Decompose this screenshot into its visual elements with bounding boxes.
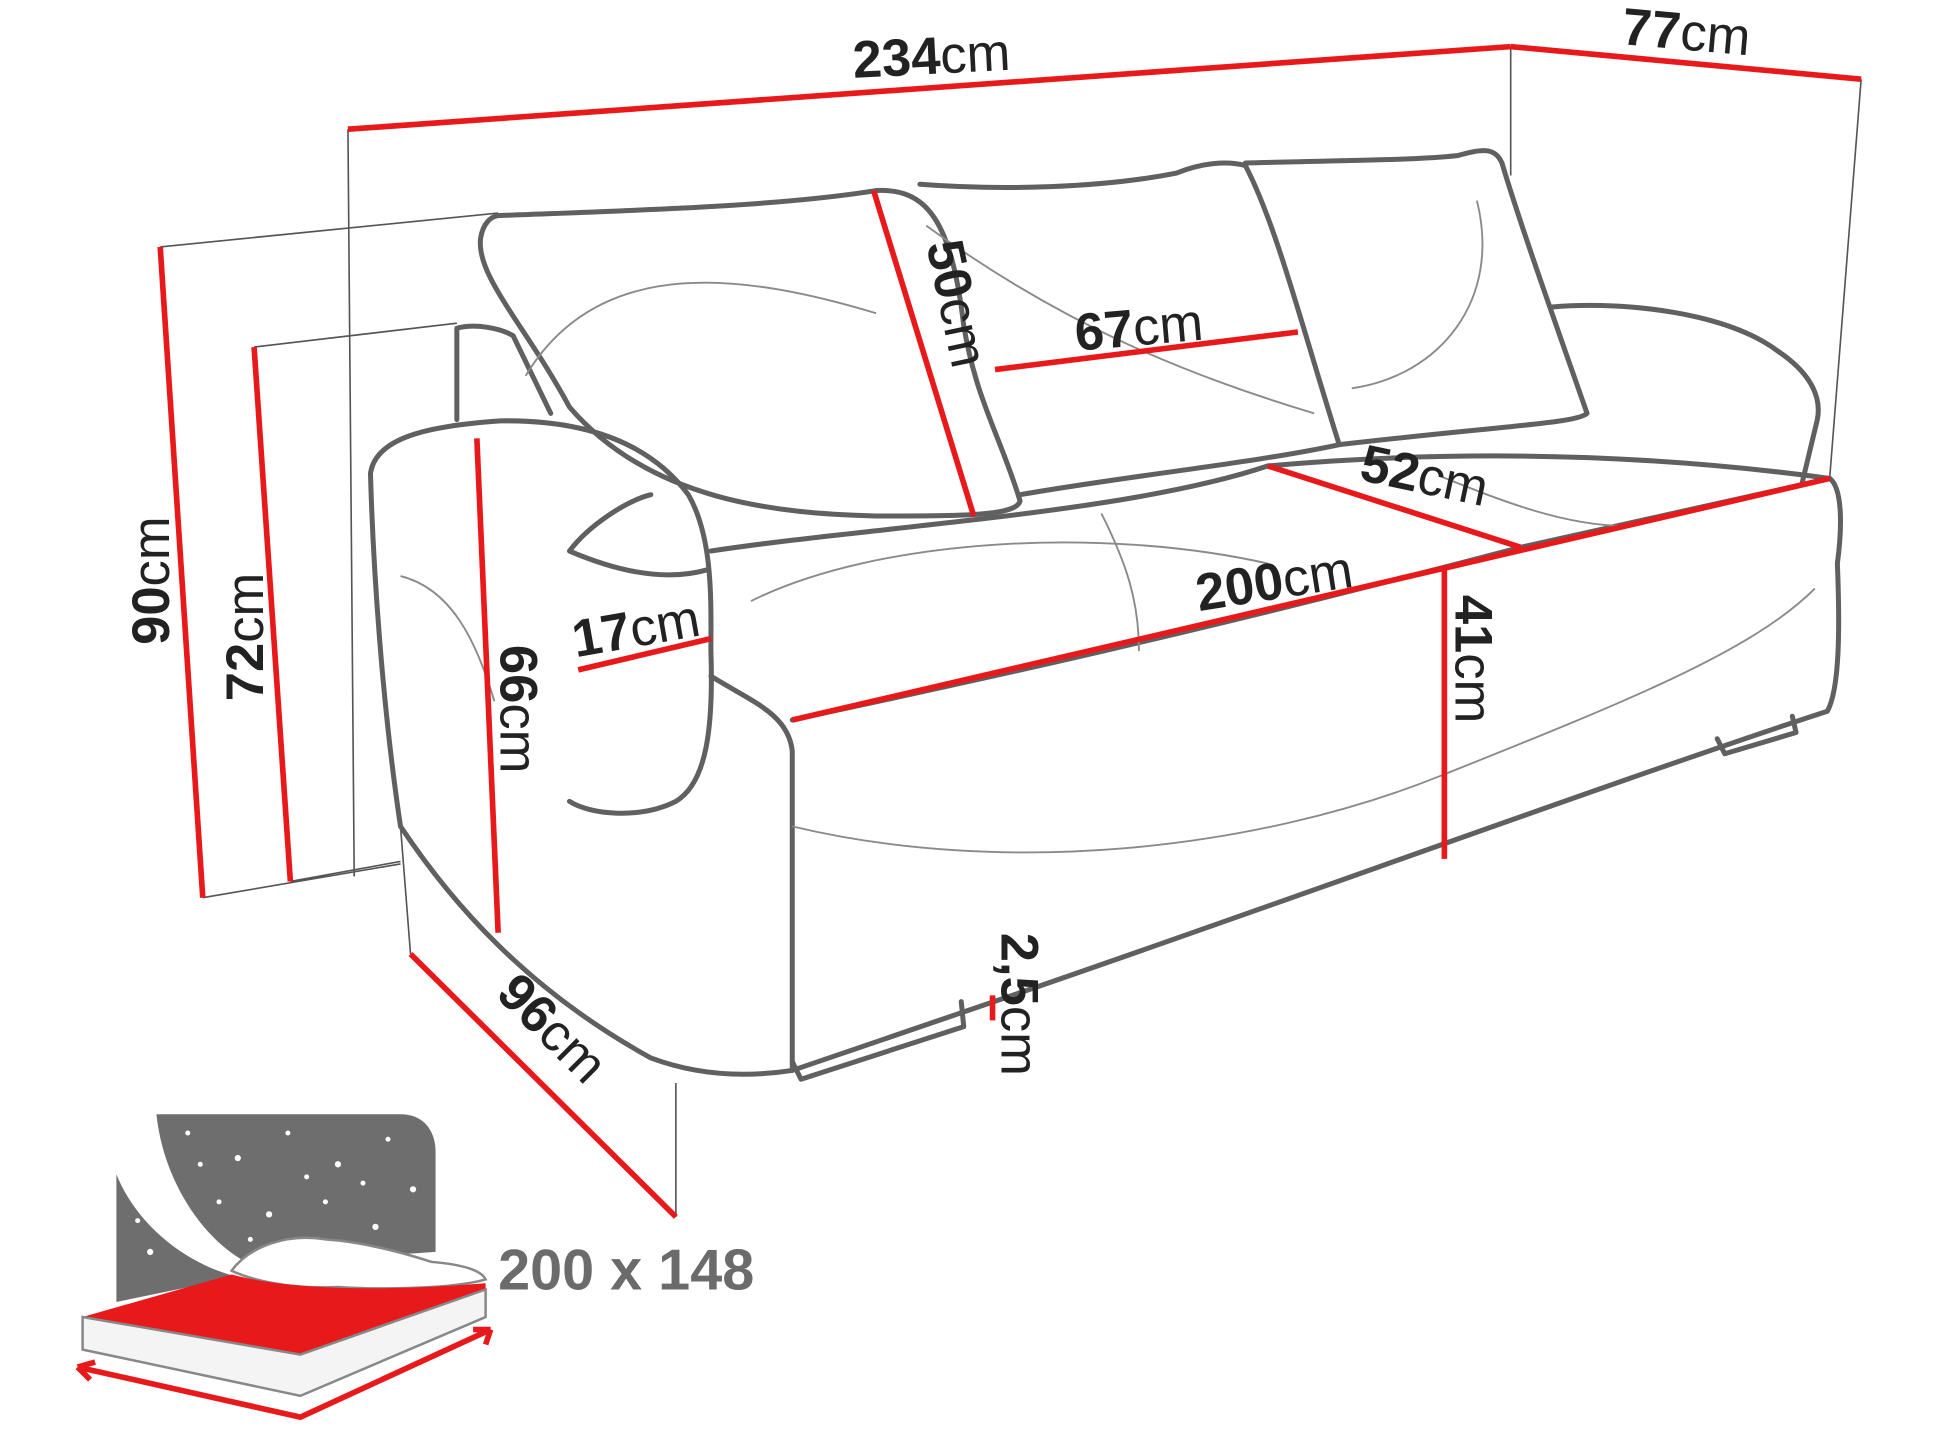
dim-line-96 xyxy=(408,952,678,1219)
dimension-lines xyxy=(157,43,1862,1219)
sleeping-area-icon: 200 x 148 xyxy=(75,1114,754,1421)
upholstery-seams xyxy=(400,200,1816,854)
mattress-top xyxy=(82,1274,486,1355)
dimension-labels: 234cm 77cm 90cm 72cm 50cm 67cm 52cm 200c… xyxy=(122,0,1753,1095)
extension-lines xyxy=(160,46,1862,1217)
dim-line-67 xyxy=(994,329,1299,373)
label-41: 41cm xyxy=(1444,595,1503,724)
label-200: 200cm xyxy=(1192,540,1357,623)
stars xyxy=(135,1130,417,1256)
label-2-5: 2,5cm xyxy=(989,933,1048,1076)
label-77: 77cm xyxy=(1620,0,1753,67)
armrest-front xyxy=(566,492,710,578)
night-sky-panel xyxy=(156,1114,436,1265)
width-arrow xyxy=(75,1326,494,1421)
label-72: 72cm xyxy=(216,573,275,702)
label-90: 90cm xyxy=(122,516,181,645)
label-67: 67cm xyxy=(1072,293,1205,363)
dim-line-72 xyxy=(251,346,294,882)
dim-line-66 xyxy=(474,438,501,933)
dim-line-17 xyxy=(577,635,712,673)
dim-line-50 xyxy=(870,189,977,517)
label-17: 17cm xyxy=(568,589,705,669)
seat-front xyxy=(708,475,1843,1073)
label-66: 66cm xyxy=(489,645,548,774)
left-leg xyxy=(789,999,967,1082)
sofa-drawing xyxy=(367,148,1843,1082)
seat-top-edge xyxy=(708,453,1833,554)
dim-line-234 xyxy=(347,43,1511,133)
right-leg xyxy=(1714,713,1799,757)
backrest xyxy=(454,302,1821,485)
middle-back-cushion xyxy=(917,160,1342,498)
dim-line-52 xyxy=(1267,463,1522,550)
label-234: 234cm xyxy=(851,23,1012,90)
night-sky-panel-left xyxy=(116,1174,238,1302)
dim-line-90 xyxy=(157,246,206,898)
right-back-cushion xyxy=(1242,148,1590,448)
sleeping-area-size: 200 x 148 xyxy=(498,1238,754,1302)
left-back-cushion xyxy=(477,188,1023,519)
label-50: 50cm xyxy=(914,235,998,373)
dim-line-77 xyxy=(1510,43,1862,82)
left-armrest xyxy=(367,418,795,1077)
pillows xyxy=(229,1236,488,1290)
label-52: 52cm xyxy=(1356,434,1494,518)
dim-line-200 xyxy=(791,475,1831,723)
mattress-side xyxy=(81,1287,487,1398)
